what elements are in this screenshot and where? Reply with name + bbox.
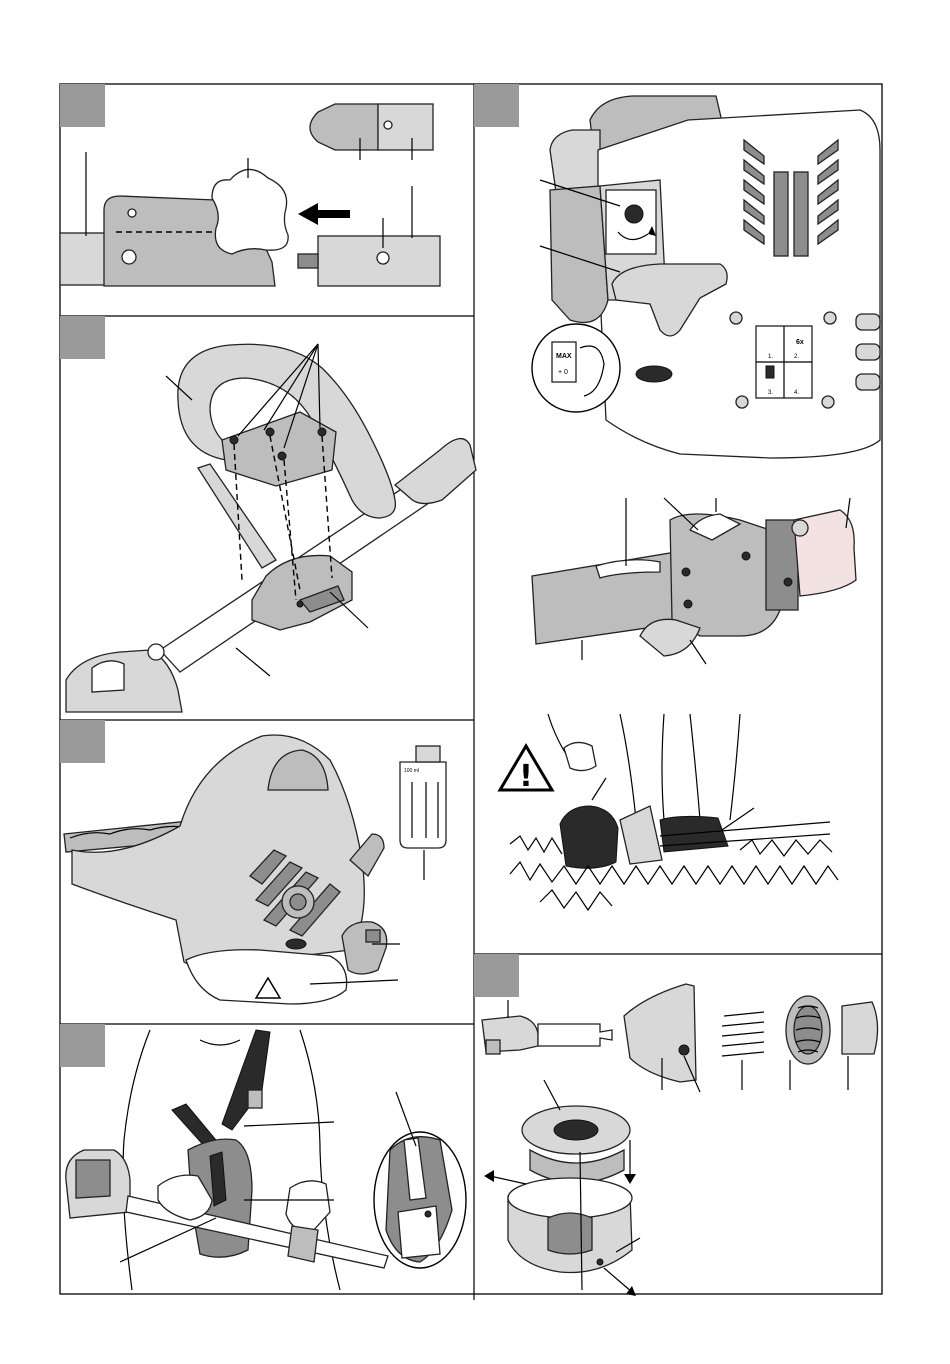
fuel-tank <box>186 950 347 1004</box>
start-badge: 6x <box>796 339 804 346</box>
handle-clamp-top <box>222 412 336 486</box>
fuel-bottle-label: 100 ml <box>404 768 419 774</box>
spring <box>722 1012 764 1056</box>
start-step-3: 3. <box>768 390 773 396</box>
insert-arrow <box>298 203 350 225</box>
panel-1-number-tag <box>60 84 105 127</box>
panel-2-number-tag <box>60 316 105 359</box>
choke-lever <box>625 205 643 223</box>
throttle-trigger <box>640 619 700 656</box>
right-hand <box>286 1181 330 1232</box>
trimmer-engine <box>560 806 618 868</box>
shaft-lower <box>60 233 110 285</box>
spool-housing <box>624 984 696 1082</box>
start-step-4: 4. <box>794 390 799 396</box>
grass <box>510 836 562 854</box>
operator-hand <box>564 742 596 770</box>
clamp-knob <box>212 169 288 254</box>
coupling-hole <box>128 209 136 217</box>
panel-7: ! <box>500 714 838 910</box>
start-step-2: 2. <box>794 354 799 360</box>
panel-5: 1. 2. 3. 4. 6x MAX + 0 <box>474 84 880 458</box>
locking-hole <box>377 252 389 264</box>
primer-bulb <box>636 366 672 382</box>
operator-silhouette <box>123 1030 150 1290</box>
start-step-1: 1. <box>768 354 773 360</box>
fuel-bottle <box>400 762 446 848</box>
panel-4 <box>60 1024 466 1290</box>
panel-1 <box>60 84 440 286</box>
panel-5-number-tag <box>474 84 519 127</box>
coupling-screw <box>122 250 136 264</box>
panel-8 <box>474 954 878 1296</box>
fuel-cap-mark: + 0 <box>558 369 568 376</box>
shoulder-strap <box>222 1030 270 1130</box>
drive-bolt <box>538 1024 612 1046</box>
fuel-cap-max: MAX <box>556 353 572 360</box>
shaft-collar <box>395 439 476 504</box>
spool-cap <box>842 1002 878 1054</box>
side-housing <box>550 186 608 323</box>
panel-2 <box>60 316 476 712</box>
operator-boot <box>660 816 728 852</box>
fuel-bottle-cap <box>416 746 440 762</box>
shaft-insert-tip <box>310 104 378 150</box>
panel-4-number-tag <box>60 1024 105 1067</box>
panel-6 <box>532 498 856 664</box>
panel-8-number-tag <box>474 954 519 997</box>
panel-3: 100 ml <box>60 720 446 1004</box>
operator-legs <box>620 714 636 820</box>
warning-exclamation: ! <box>519 759 533 794</box>
panel-3-number-tag <box>60 720 105 763</box>
